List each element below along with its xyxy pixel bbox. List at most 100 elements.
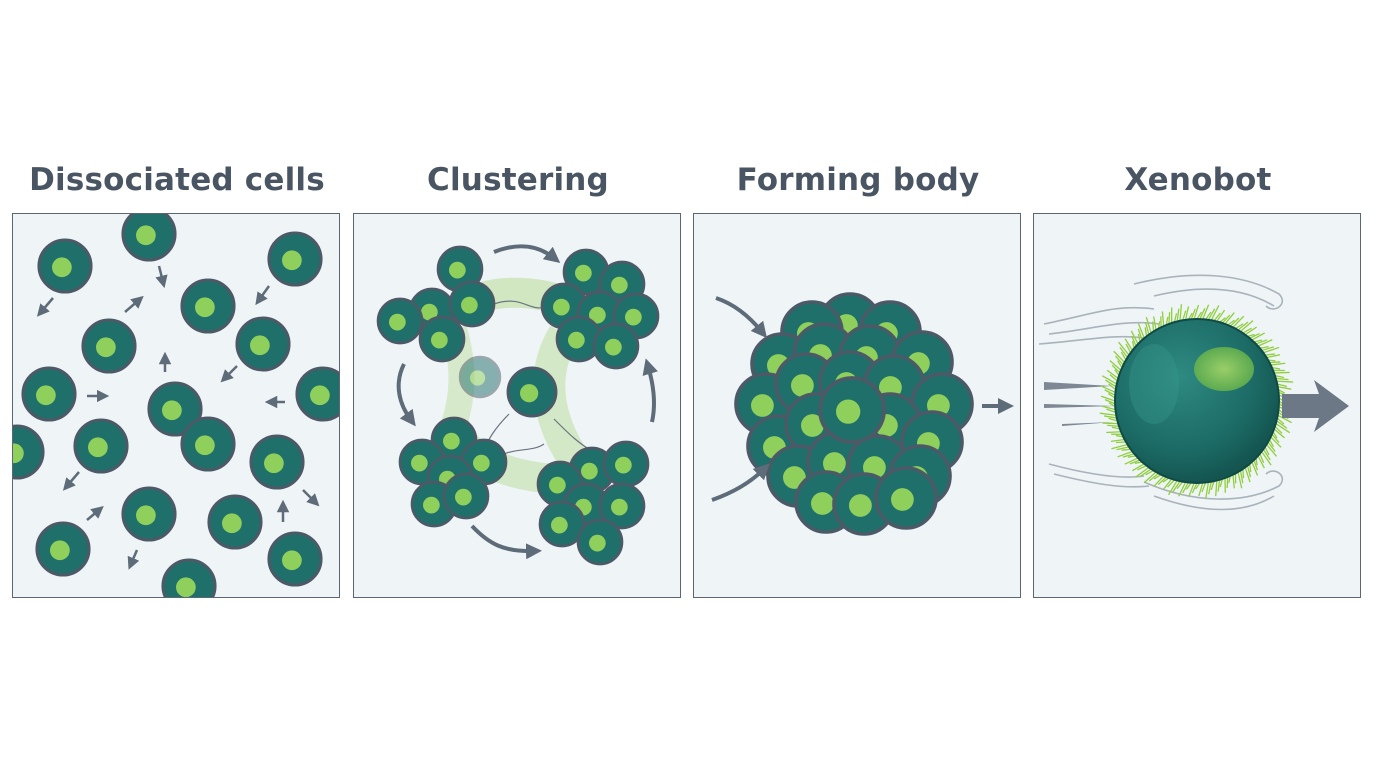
cilium <box>1115 441 1127 444</box>
cilium <box>1145 469 1154 476</box>
cell <box>121 486 177 542</box>
cilium <box>1173 313 1178 323</box>
dissociated-cells-illustration <box>13 214 339 597</box>
cilium <box>1244 467 1251 483</box>
cluster-cell <box>576 518 624 566</box>
cilium <box>1106 369 1119 379</box>
cilium <box>1217 479 1221 492</box>
cilium <box>1129 459 1141 465</box>
cilium <box>1179 304 1183 321</box>
cilium <box>1268 439 1274 447</box>
xenobot-illustration <box>1038 274 1349 511</box>
cilium <box>1137 323 1145 339</box>
cilium <box>1117 360 1123 369</box>
cilium <box>1242 468 1245 479</box>
cilium <box>1261 346 1275 352</box>
cilium <box>1239 470 1244 484</box>
lone-cell <box>506 366 558 418</box>
cilium <box>1153 474 1162 480</box>
cilium <box>1168 480 1178 496</box>
cilium <box>1125 343 1132 354</box>
cilium <box>1101 375 1118 385</box>
cilium <box>1131 335 1137 347</box>
cilium <box>1182 482 1189 494</box>
cilium <box>1176 481 1184 490</box>
cilium <box>1261 451 1272 466</box>
motion-arrow <box>155 265 168 289</box>
cilium <box>1162 478 1173 491</box>
cilium <box>1140 468 1152 477</box>
cilium <box>1108 417 1118 422</box>
cilium <box>1143 471 1157 483</box>
cilium <box>1172 480 1181 493</box>
cilium <box>1118 341 1130 356</box>
cilium <box>1277 386 1292 390</box>
cilium <box>1224 312 1235 325</box>
cell <box>161 558 217 597</box>
cilium <box>1253 339 1263 343</box>
cluster-cell <box>538 500 586 548</box>
cilium <box>1266 354 1281 359</box>
cilium <box>1153 316 1157 331</box>
cilium <box>1227 319 1235 326</box>
cilium <box>1276 380 1294 383</box>
cluster-cell <box>436 245 484 293</box>
cilium <box>1277 383 1288 388</box>
cilium <box>1255 339 1268 345</box>
cilium <box>1266 444 1278 457</box>
cilium <box>1276 417 1285 425</box>
cilium <box>1237 321 1249 331</box>
cilium <box>1277 414 1292 424</box>
cilium <box>1263 346 1280 354</box>
cilium <box>1120 351 1127 361</box>
cilium <box>1135 466 1150 478</box>
cilium <box>1185 482 1192 490</box>
cell <box>267 231 323 287</box>
motion-arrow <box>220 365 238 383</box>
panel-clustering <box>353 213 681 598</box>
cilium <box>1251 332 1266 341</box>
cilium <box>1210 481 1215 491</box>
cilium <box>1111 426 1121 430</box>
cell <box>81 318 137 374</box>
cilium <box>1113 350 1126 363</box>
cilium <box>1271 367 1281 370</box>
cilium <box>1107 424 1120 427</box>
cilium <box>1145 316 1152 334</box>
cilium <box>1208 481 1212 495</box>
cilium <box>1178 481 1187 497</box>
motion-arrow <box>124 295 144 313</box>
cilium <box>1191 482 1198 494</box>
cilium <box>1193 304 1200 320</box>
cell <box>37 238 93 294</box>
body-cell <box>874 466 938 530</box>
cilium <box>1275 423 1291 434</box>
cilium <box>1237 471 1243 489</box>
cilium <box>1271 433 1280 444</box>
cilium <box>1249 332 1260 339</box>
thrust-streaks <box>1044 382 1116 426</box>
cilium <box>1107 392 1116 399</box>
movement-arrow <box>1282 380 1349 432</box>
cilium <box>1216 309 1226 322</box>
cilium <box>1205 482 1210 499</box>
cilium <box>1104 415 1117 419</box>
cilium <box>1274 425 1283 434</box>
cilium <box>1257 455 1265 469</box>
cilium <box>1110 438 1125 442</box>
faint-cell <box>458 355 502 399</box>
cilium <box>1161 311 1165 327</box>
cilium <box>1115 355 1124 366</box>
cilium <box>1259 453 1265 464</box>
cluster-cell <box>442 472 490 520</box>
cilium <box>1235 323 1244 330</box>
cilium <box>1137 465 1147 471</box>
cilium <box>1122 453 1135 458</box>
cilium <box>1124 338 1133 351</box>
cilium <box>1199 308 1206 320</box>
cilium <box>1226 476 1229 488</box>
cilium <box>1127 455 1137 458</box>
cluster-cell <box>418 315 466 363</box>
panel-xenobot <box>1033 213 1361 598</box>
cilium <box>1196 311 1202 320</box>
